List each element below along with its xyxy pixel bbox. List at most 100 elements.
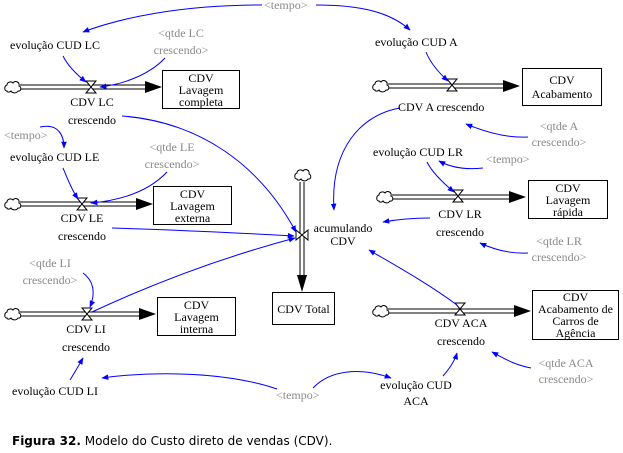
arrowhead-le xyxy=(136,198,153,210)
flow-label-line: CDV A crescendo xyxy=(398,100,485,114)
shadow-label-line: <qtde LC xyxy=(158,26,204,40)
flow-cdv-lr-crescendo[interactable]: CDV LR crescendo xyxy=(425,208,495,239)
link-flow-lr-acc xyxy=(382,217,431,224)
cloud-icon xyxy=(4,308,22,321)
stock-cdv-acabamento[interactable]: CDV Acabamento xyxy=(522,68,602,106)
aux-evolucao-cud-lc[interactable]: evolução CUD LC xyxy=(10,38,100,52)
cloud-icon xyxy=(372,305,390,318)
link-evo-lr-valve xyxy=(426,161,455,193)
shadow-tempo-lr[interactable]: <tempo> xyxy=(486,152,530,166)
shadow-qtde-lc-crescendo[interactable]: <qtde LC crescendo> xyxy=(146,27,216,57)
shadow-qtde-li-crescendo[interactable]: <qtde LI crescendo> xyxy=(15,257,85,287)
stock-label-line: CDV xyxy=(183,297,210,312)
flow-cdv-li-crescendo[interactable]: CDV LI crescendo xyxy=(52,323,120,354)
valve-icon-lc xyxy=(84,80,98,94)
flow-cdv-lc-crescendo[interactable]: CDV LC crescendo xyxy=(58,96,126,127)
valve-icon-lr xyxy=(451,189,465,203)
stock-cdv-acabamento-carros-agencia[interactable]: CDV Acabamento de Carros de Agência xyxy=(532,290,619,340)
stock-cdv-lavagem-rapida[interactable]: CDV Lavagem rápida xyxy=(528,180,608,219)
link-flow-aca-acc xyxy=(368,249,458,306)
stock-label-line: externa xyxy=(174,210,211,225)
shadow-label-line: <qtde LR xyxy=(536,234,582,248)
shadow-tempo-top[interactable]: <tempo> xyxy=(264,0,308,12)
valve-icon-a xyxy=(445,78,459,92)
shadow-label-line: crescendo> xyxy=(153,43,209,57)
valve-icon-aca xyxy=(453,302,467,316)
stock-cdv-lavagem-interna[interactable]: CDV Lavagem interna xyxy=(157,297,236,336)
flow-label-line: acumulando xyxy=(313,221,373,235)
flow-cdv-aca-crescendo[interactable]: CDV ACA crescendo xyxy=(424,317,498,348)
link-evo-aca-flow xyxy=(442,352,458,377)
stock-label-line: CDV Total xyxy=(277,301,330,316)
shadow-label-line: <qtde ACA xyxy=(538,356,594,370)
flow-cdv-a-crescendo[interactable]: CDV A crescendo xyxy=(398,101,508,114)
flow-cdv-le-crescendo[interactable]: CDV LE crescendo xyxy=(48,212,116,243)
aux-evolucao-cud-li[interactable]: evolução CUD LI xyxy=(12,384,98,398)
link-tempo-evo-a xyxy=(315,4,411,31)
cloud-icon xyxy=(376,191,394,204)
stock-label-line: Lavagem xyxy=(170,198,215,213)
shadow-label-line: crescendo> xyxy=(531,135,587,149)
link-qtde-a-flow xyxy=(465,123,529,138)
valve-icon-acc xyxy=(295,228,309,242)
aux-evolucao-cud-lr[interactable]: evolução CUD LR xyxy=(373,145,463,159)
stock-cdv-total[interactable]: CDV Total xyxy=(272,292,335,325)
figure-caption-text: Modelo do Custo direto de vendas (CDV). xyxy=(80,434,333,448)
stock-label-line: Carros de xyxy=(552,314,599,328)
link-evo-li-flow xyxy=(69,357,84,381)
shadow-label-line: <qtde LI xyxy=(29,256,71,270)
link-qtde-aca-flow xyxy=(491,351,532,369)
stock-label-line: CDV xyxy=(549,73,575,87)
cloud-icon xyxy=(372,80,390,93)
cloud-icon xyxy=(4,81,22,94)
shadow-qtde-aca-crescendo[interactable]: <qtde ACA crescendo> xyxy=(530,357,602,386)
stock-label-line: rápida xyxy=(553,204,583,219)
link-evo-le-valve xyxy=(62,167,79,200)
link-qtde-lc-valve xyxy=(99,57,166,90)
stock-label-line: CDV xyxy=(555,180,581,195)
cloud-icon xyxy=(4,198,22,211)
pipe-a xyxy=(388,83,504,89)
stock-cdv-lavagem-externa[interactable]: CDV Lavagem externa xyxy=(153,186,232,225)
stock-label-line: CDV xyxy=(562,290,589,304)
aux-evolucao-cud-aca[interactable]: evolução CUD ACA xyxy=(376,379,456,408)
flow-label-line: crescendo xyxy=(58,229,106,243)
aux-evolucao-cud-le[interactable]: evolução CUD LE xyxy=(10,150,100,164)
link-tempo-evo-lc xyxy=(82,4,263,33)
flow-label-line: CDV ACA xyxy=(434,316,488,330)
link-tempo-evo-lr xyxy=(438,160,484,170)
shadow-qtde-lr-crescendo[interactable]: <qtde LR crescendo> xyxy=(524,235,594,264)
link-qtde-li-valve xyxy=(82,272,96,308)
stock-label-line: CDV xyxy=(179,186,206,201)
cloud-icon xyxy=(294,169,312,182)
flow-acumulando-cdv[interactable]: acumulando CDV xyxy=(308,222,378,248)
shadow-label-line: crescendo> xyxy=(22,273,78,287)
shadow-qtde-a-crescendo[interactable]: <qtde A crescendo> xyxy=(524,120,594,149)
flow-label-line: CDV LI xyxy=(66,322,106,336)
shadow-qtde-le-crescendo[interactable]: <qtde LE crescendo> xyxy=(137,141,207,171)
aux-label-line: evolução CUD xyxy=(380,378,452,392)
stock-label-line: Acabamento xyxy=(531,87,593,101)
pipe-le xyxy=(20,201,138,207)
flow-label-line: crescendo xyxy=(62,340,110,354)
shadow-label-line: crescendo> xyxy=(531,250,587,264)
figure-number: Figura 32. xyxy=(12,434,81,448)
shadow-tempo-bottom[interactable]: <tempo> xyxy=(276,388,320,402)
valve-icon-le xyxy=(75,197,89,211)
pipe-li xyxy=(20,311,141,317)
stock-cdv-lavagem-completa[interactable]: CDV Lavagem completa xyxy=(162,70,240,109)
stock-label-line: Lavagem xyxy=(178,82,224,97)
arrowhead-a xyxy=(503,80,520,92)
flow-label-line: crescendo xyxy=(437,334,485,348)
flow-label-line: crescendo xyxy=(436,225,484,239)
flow-label-line: CDV LC xyxy=(70,95,114,109)
aux-evolucao-cud-a[interactable]: evolução CUD A xyxy=(375,35,458,49)
shadow-label-line: <qtde A xyxy=(539,119,579,133)
flow-label-line: CDV xyxy=(330,234,356,248)
link-flow-li-acc xyxy=(91,236,296,313)
stock-label-line: completa xyxy=(179,94,223,109)
shadow-tempo-le[interactable]: <tempo> xyxy=(4,128,48,142)
pipe-lr xyxy=(392,194,510,200)
flow-label-line: CDV LE xyxy=(60,211,104,225)
